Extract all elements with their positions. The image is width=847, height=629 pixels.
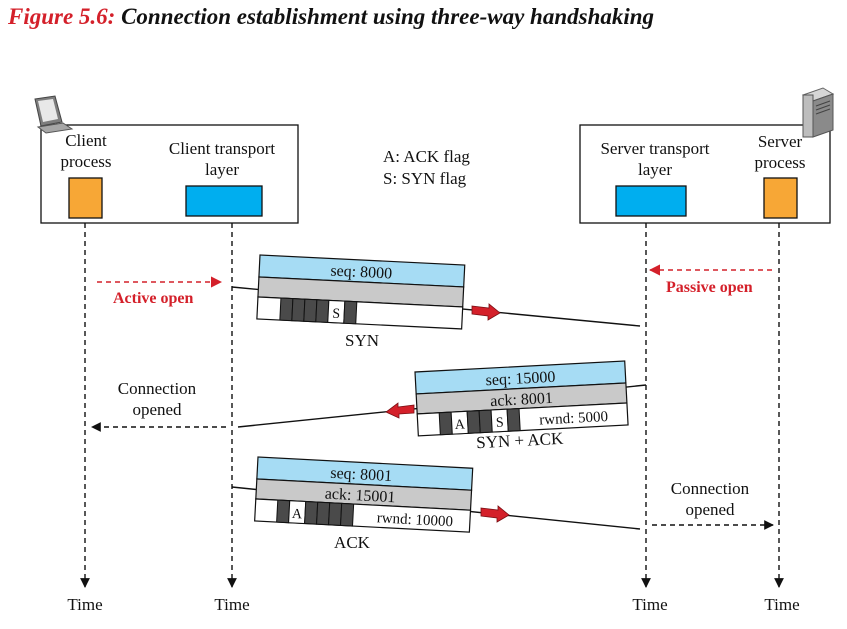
client-transport-label-2: layer xyxy=(205,160,239,179)
ack-segment: seq: 8001 ack: 15001 A rwnd: 10000 xyxy=(254,456,474,533)
ack-direction-arrow xyxy=(480,505,510,523)
syn-seq-label: seq: 8000 xyxy=(330,262,393,282)
passive-open-label: Passive open xyxy=(666,279,753,296)
synack-seq-label: seq: 15000 xyxy=(485,369,556,390)
time-label-server-transport: Time xyxy=(632,595,667,614)
synack-ack-label: ack: 8001 xyxy=(490,390,553,410)
synack-flag-a: A xyxy=(454,417,466,433)
laptop-icon xyxy=(34,95,74,134)
server-process-block xyxy=(763,177,798,219)
ack-ack-label: ack: 15001 xyxy=(324,486,395,507)
server-transport-label-2: layer xyxy=(638,160,672,179)
figure-title: Connection establishment using three-way… xyxy=(121,4,655,29)
time-label-client-transport: Time xyxy=(214,595,249,614)
ack-seq-label: seq: 8001 xyxy=(330,465,393,485)
synack-direction-arrow xyxy=(385,402,415,419)
server-connection-opened-label-2: opened xyxy=(685,500,735,519)
synack-segment: seq: 15000 ack: 8001 A S rwnd: 5000 xyxy=(414,360,629,437)
client-connection-opened-label: Connection xyxy=(118,379,197,398)
syn-segment: seq: 8000 S xyxy=(256,254,466,330)
ack-segment-name: ACK xyxy=(334,533,371,552)
client-transport-block xyxy=(185,185,263,217)
synack-flag-s: S xyxy=(496,415,505,430)
client-connection-opened-label-2: opened xyxy=(132,400,182,419)
legend-syn-flag: S: SYN flag xyxy=(383,169,467,188)
figure-number: Figure 5.6: xyxy=(8,4,116,29)
synack-segment-name: SYN + ACK xyxy=(476,429,565,453)
ack-flag-a: A xyxy=(292,507,304,523)
server-transport-label: Server transport xyxy=(600,139,709,158)
server-icon xyxy=(801,87,835,138)
timelines xyxy=(80,223,784,588)
synack-rwnd-label: rwnd: 5000 xyxy=(539,409,608,429)
client-process-label-2: process xyxy=(61,152,112,171)
client-process-label: Client xyxy=(65,131,107,150)
time-label-server-process: Time xyxy=(764,595,799,614)
active-open-label: Active open xyxy=(113,290,194,307)
figure-caption: Figure 5.6: Connection establishment usi… xyxy=(8,4,654,30)
server-process-label: Server xyxy=(758,132,803,151)
ack-rwnd-label: rwnd: 10000 xyxy=(376,510,453,530)
time-label-client-process: Time xyxy=(67,595,102,614)
client-process-block xyxy=(68,177,103,219)
legend-ack-flag: A: ACK flag xyxy=(383,147,470,166)
server-connection-opened-label: Connection xyxy=(671,479,750,498)
client-transport-label: Client transport xyxy=(169,139,276,158)
server-transport-block xyxy=(615,185,687,217)
server-process-label-2: process xyxy=(755,153,806,172)
syn-flag-s: S xyxy=(332,307,341,322)
syn-direction-arrow xyxy=(471,303,501,321)
syn-segment-name: SYN xyxy=(345,331,379,350)
